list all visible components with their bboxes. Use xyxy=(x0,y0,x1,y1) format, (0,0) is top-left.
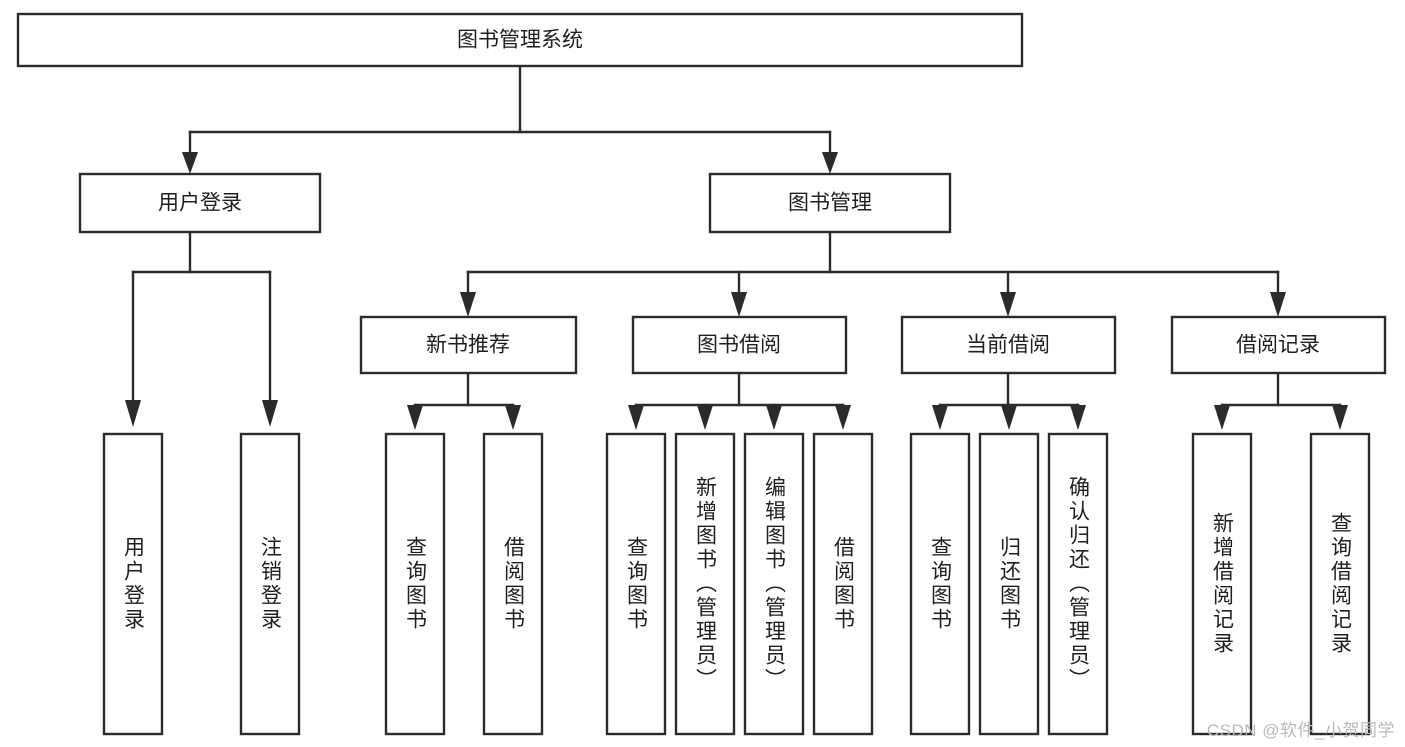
node-borrow-record-label: 借阅记录 xyxy=(1236,334,1320,357)
node-book-manage-box[interactable] xyxy=(708,172,952,234)
node-leaf-edit-book[interactable]: 编辑图书（管理员） xyxy=(743,432,805,736)
node-book-borrow-box[interactable] xyxy=(631,315,848,375)
node-user-login-label: 用户登录 xyxy=(158,192,242,215)
node-leaf-add-book[interactable]: 新增图书（管理员） xyxy=(674,432,736,736)
arrow-head-leaf-borrow-book-2 xyxy=(835,405,851,430)
arrow-head-leaf-query-book-1 xyxy=(407,405,423,430)
node-borrow-record[interactable]: 借阅记录 xyxy=(1170,315,1387,375)
node-new-book-rec[interactable]: 新书推荐 xyxy=(359,315,578,375)
node-leaf-query-book-1-box[interactable] xyxy=(384,432,446,736)
node-leaf-query-record-label: 查询借阅记录 xyxy=(1329,512,1353,656)
node-user-login-box[interactable] xyxy=(78,172,322,234)
node-leaf-query-book-3-box[interactable] xyxy=(909,432,971,736)
node-book-borrow-label: 图书借阅 xyxy=(697,334,781,357)
node-leaf-return-book-box[interactable] xyxy=(978,432,1040,736)
node-leaf-logout[interactable]: 注销登录 xyxy=(239,432,301,736)
node-book-manage-label: 图书管理 xyxy=(788,192,872,215)
node-leaf-borrow-book-1-box[interactable] xyxy=(482,432,544,736)
node-leaf-return-book[interactable]: 归还图书 xyxy=(978,432,1040,736)
node-leaf-logout-box[interactable] xyxy=(239,432,301,736)
node-leaf-query-book-3[interactable]: 查询图书 xyxy=(909,432,971,736)
node-leaf-logout-label: 注销登录 xyxy=(259,536,283,632)
node-root-box[interactable] xyxy=(16,12,1024,68)
node-leaf-query-book-1[interactable]: 查询图书 xyxy=(384,432,446,736)
node-leaf-query-book-3-label: 查询图书 xyxy=(929,536,953,632)
node-book-borrow[interactable]: 图书借阅 xyxy=(631,315,848,375)
node-leaf-add-record[interactable]: 新增借阅记录 xyxy=(1191,432,1253,736)
node-leaf-confirm-return-box[interactable] xyxy=(1047,432,1109,736)
node-leaf-query-book-1-label: 查询图书 xyxy=(404,536,428,632)
connector-layer xyxy=(125,64,1348,430)
node-leaf-query-book-2-box[interactable] xyxy=(605,432,667,736)
node-new-book-rec-box[interactable] xyxy=(359,315,578,375)
arrow-head-leaf-user-login xyxy=(125,400,141,427)
node-root[interactable]: 图书管理系统 xyxy=(16,12,1024,68)
arrow-head-leaf-confirm-return xyxy=(1070,405,1086,430)
arrow-head-current-borrow xyxy=(1000,292,1016,317)
node-leaf-add-book-label: 新增图书（管理员） xyxy=(694,476,718,692)
node-leaf-confirm-return-label: 确认归还（管理员） xyxy=(1067,476,1091,692)
arrow-head-borrow-record xyxy=(1270,292,1286,317)
arrow-head-leaf-add-book xyxy=(697,405,713,430)
arrow-head-leaf-query-book-2 xyxy=(628,405,644,430)
arrow-head-book-borrow xyxy=(731,292,747,317)
arrow-head-new-book-rec xyxy=(460,292,476,317)
arrow-head-leaf-edit-book xyxy=(766,405,782,430)
node-current-borrow-box[interactable] xyxy=(900,315,1117,375)
node-leaf-add-record-label: 新增借阅记录 xyxy=(1211,512,1235,656)
arrow-head-leaf-query-book-3 xyxy=(932,405,948,430)
node-leaf-user-login-label: 用户登录 xyxy=(122,536,146,632)
node-leaf-add-book-box[interactable] xyxy=(674,432,736,736)
node-leaf-query-record[interactable]: 查询借阅记录 xyxy=(1309,432,1371,736)
arrow-head-book-manage xyxy=(822,152,838,174)
node-leaf-borrow-book-2[interactable]: 借阅图书 xyxy=(812,432,874,736)
node-current-borrow[interactable]: 当前借阅 xyxy=(900,315,1117,375)
arrow-head-leaf-logout xyxy=(262,400,278,427)
node-leaf-add-record-box[interactable] xyxy=(1191,432,1253,736)
node-leaf-query-record-box[interactable] xyxy=(1309,432,1371,736)
node-leaf-return-book-label: 归还图书 xyxy=(998,536,1022,632)
node-leaf-query-book-2-label: 查询图书 xyxy=(625,536,649,632)
node-borrow-record-box[interactable] xyxy=(1170,315,1387,375)
node-leaf-edit-book-box[interactable] xyxy=(743,432,805,736)
node-leaf-borrow-book-1[interactable]: 借阅图书 xyxy=(482,432,544,736)
arrow-head-user-login xyxy=(182,152,198,174)
node-root-label: 图书管理系统 xyxy=(457,29,583,52)
node-book-manage[interactable]: 图书管理 xyxy=(708,172,952,234)
arrow-head-leaf-query-record xyxy=(1332,405,1348,430)
node-current-borrow-label: 当前借阅 xyxy=(966,334,1050,357)
arrow-head-leaf-add-record xyxy=(1214,405,1230,430)
node-leaf-borrow-book-2-box[interactable] xyxy=(812,432,874,736)
node-new-book-rec-label: 新书推荐 xyxy=(426,334,510,357)
arrow-head-leaf-borrow-book-1 xyxy=(505,405,521,430)
node-leaf-borrow-book-2-label: 借阅图书 xyxy=(832,536,856,632)
arrow-head-leaf-return-book xyxy=(1001,405,1017,430)
node-leaf-query-book-2[interactable]: 查询图书 xyxy=(605,432,667,736)
node-leaf-confirm-return[interactable]: 确认归还（管理员） xyxy=(1047,432,1109,736)
csdn-watermark: CSDN @软件_小贺同学 xyxy=(1206,721,1395,740)
node-leaf-edit-book-label: 编辑图书（管理员） xyxy=(763,476,787,692)
node-leaf-user-login-box[interactable] xyxy=(102,432,164,736)
node-leaf-user-login[interactable]: 用户登录 xyxy=(102,432,164,736)
node-user-login[interactable]: 用户登录 xyxy=(78,172,322,234)
node-leaf-borrow-book-1-label: 借阅图书 xyxy=(502,536,526,632)
